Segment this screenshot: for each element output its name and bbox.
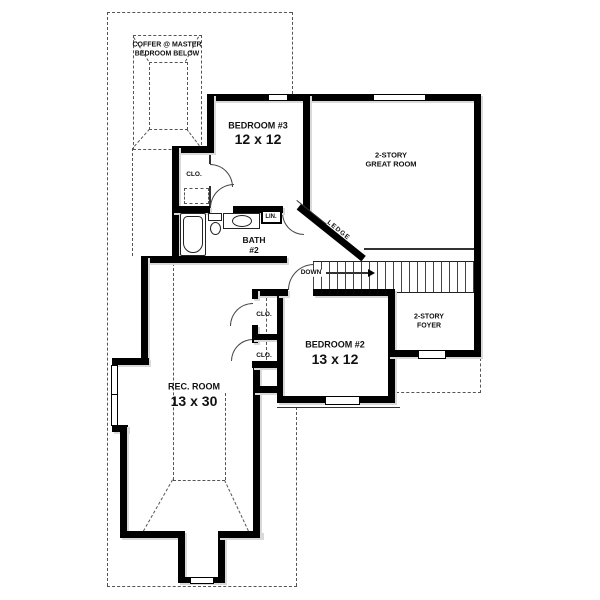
- vanity-sink: [232, 215, 252, 227]
- room-label-recroom-name: REC. ROOM: [167, 381, 221, 392]
- room-label-greatroom-line1: 2-STORY: [374, 150, 408, 160]
- closet-rod-line: [266, 342, 267, 360]
- wall-bedroom2-top-seg2: [313, 289, 395, 296]
- wall-stub-right: [218, 531, 225, 583]
- coffer-inner-outline: [149, 62, 188, 130]
- room-label-bedroom2-dims: 13 x 12: [311, 351, 359, 367]
- wall-closet3-partition: [209, 186, 211, 207]
- ceiling-break-line: [225, 393, 226, 480]
- roof-edge-line: [395, 358, 396, 392]
- wall-bath-bottom: [142, 256, 287, 263]
- door-arc-bedroom3: [210, 184, 234, 208]
- roofline-left: [107, 12, 108, 586]
- wall-recroom-left-lower: [120, 425, 127, 538]
- roofline-bottom: [107, 586, 297, 587]
- linen-closet-box: [261, 210, 282, 224]
- door-arc-bath2: [282, 213, 304, 235]
- wall-closet2-divider: [252, 334, 283, 340]
- wall-closet2-bottom: [252, 361, 283, 368]
- closet-rod-line: [266, 298, 267, 332]
- stairs-down-arrowhead-icon: [368, 269, 375, 277]
- coffer-outer-outline: [133, 35, 202, 150]
- roofline-top-right: [292, 12, 293, 94]
- wall-bedroom3-greatroom: [303, 94, 310, 213]
- ledge-wall: [296, 204, 366, 262]
- window: [111, 394, 118, 426]
- roofline-top: [107, 12, 292, 13]
- room-label-foyer-line1: 2-STORY: [414, 313, 444, 321]
- wall-closet3-partition: [209, 153, 211, 164]
- closet-shelf-outline: [184, 188, 209, 204]
- wall-recroom-bottomright: [218, 531, 262, 538]
- ceiling-break-line: [173, 480, 225, 481]
- room-label-bedroom2-name: BEDROOM #2: [305, 339, 365, 350]
- wall-recroom-bottomleft: [120, 531, 185, 538]
- closet-label-bedroom2-bottom: CLO.: [256, 351, 272, 359]
- ledge-edge-line: [364, 248, 474, 250]
- window: [373, 94, 426, 101]
- roof-edge-line: [277, 407, 400, 408]
- wall-top: [207, 94, 481, 101]
- window: [111, 365, 118, 395]
- wall-closet3-top: [172, 146, 214, 153]
- linen-label: LIN.: [265, 214, 277, 220]
- window: [268, 94, 288, 101]
- closet-label-bedroom2-top: CLO.: [256, 310, 272, 318]
- wall-bedroom2-right: [388, 289, 395, 403]
- wall-stub-left: [178, 531, 185, 583]
- window: [418, 350, 446, 359]
- wall-bath-left: [172, 146, 179, 263]
- ceiling-break-line: [224, 480, 249, 532]
- closet-label-bedroom3: CLO.: [186, 170, 202, 178]
- wall-nook-bottom: [253, 386, 283, 393]
- room-label-bedroom3-dims: 12 x 12: [234, 131, 282, 147]
- wall-recroom-right: [253, 361, 260, 538]
- toilet-tank: [208, 213, 222, 221]
- room-label-greatroom-line2: GREAT ROOM: [365, 159, 417, 169]
- toilet-bowl: [210, 222, 221, 235]
- window: [325, 396, 360, 405]
- wall-closet2-top: [252, 289, 283, 296]
- room-label-bath2-line1: BATH: [242, 234, 266, 245]
- stairs-down-arrow: [326, 272, 370, 274]
- room-label-bedroom3-name: BEDROOM #3: [228, 120, 288, 131]
- wall-bay-top: [112, 358, 149, 365]
- roofline-bottom-right: [296, 407, 297, 586]
- roofline-foyer-right: [480, 358, 481, 393]
- wall-bedroom2-left: [277, 289, 283, 403]
- room-label-foyer-line2: FOYER: [416, 322, 442, 330]
- coffer-label-line2: BEDROOM BELOW: [134, 50, 200, 58]
- ceiling-break-line: [142, 479, 173, 532]
- door-arc-closet2-bottom: [231, 339, 253, 361]
- wall-closet2-left-seg1: [252, 289, 258, 299]
- ceiling-break-line: [173, 263, 174, 480]
- wall-bedroom3-left: [207, 94, 214, 153]
- coffer-label-line1: COFFER @ MASTER: [132, 41, 202, 49]
- room-label-bath2-line2: #2: [249, 244, 259, 255]
- roofline-foyer-bottom: [396, 392, 481, 393]
- wall-bath-top-seg2: [233, 206, 283, 213]
- room-label-recroom-dims: 13 x 30: [170, 393, 218, 409]
- wall-below-dashed: [132, 148, 133, 256]
- bathtub-basin: [183, 216, 203, 253]
- wall-recroom-left-upper: [141, 256, 148, 365]
- stairs-down-label: DOWN: [299, 268, 323, 277]
- wall-bath-top-seg1: [172, 206, 210, 213]
- wall-right: [474, 94, 481, 357]
- wall-bedroom2-top-seg1: [277, 289, 288, 296]
- window: [190, 577, 214, 584]
- door-arc-closet2-top: [230, 303, 253, 326]
